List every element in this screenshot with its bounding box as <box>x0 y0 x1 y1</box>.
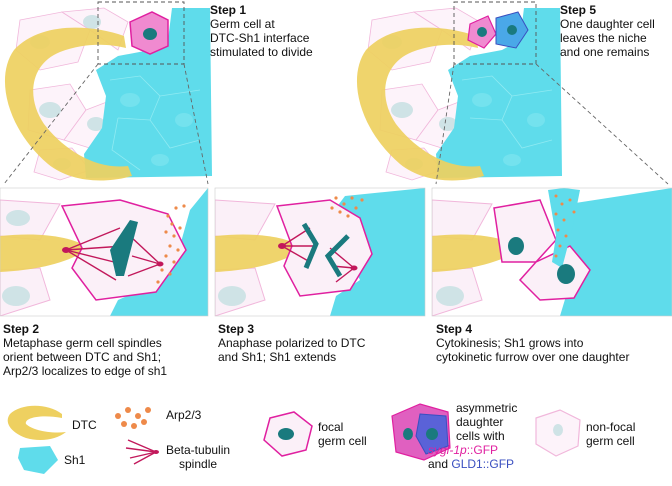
step4-title: Step 4 <box>436 322 473 336</box>
legend-asym-line: cells with <box>456 429 505 443</box>
step4-caption: Step 4 Cytokinesis; Sh1 grows into cytok… <box>436 322 629 364</box>
legend-asym-label-2: sygl-1p::GFP and GLD1::GFP <box>428 443 514 471</box>
legend-sygl-suffix: ::GFP <box>466 443 499 457</box>
step1-line: DTC-Sh1 interface <box>210 31 310 45</box>
step5-title: Step 5 <box>560 3 597 17</box>
step2-caption: Step 2 Metaphase germ cell spindles orie… <box>3 322 167 378</box>
legend-nonfocal-line: germ cell <box>586 434 635 448</box>
step2-line: Arp2/3 localizes to edge of sh1 <box>3 364 168 378</box>
legend-dtc-label: DTC <box>72 418 97 432</box>
step1-line: stimulated to divide <box>210 45 313 59</box>
step1-line: Germ cell at <box>210 17 275 31</box>
step5-line: and one remains <box>560 45 650 59</box>
step3-line: Anaphase polarized to DTC <box>218 336 366 350</box>
step4-line: cytokinetic furrow over one daughter <box>436 350 630 364</box>
legend-spindle-line: spindle <box>179 457 218 471</box>
legend-spindle-swatch <box>125 439 157 465</box>
step3-line: and Sh1; Sh1 extends <box>218 350 337 364</box>
legend-arp-swatch <box>115 407 151 429</box>
panel-step3 <box>215 188 425 316</box>
panel-step2 <box>0 188 208 316</box>
legend-spindle-label: Beta-tubulin spindle <box>166 443 230 471</box>
overview-step5 <box>356 1 562 181</box>
step5-line: leaves the niche <box>560 31 647 45</box>
legend-nonfocal-label: non-focal germ cell <box>586 420 635 448</box>
legend-nonfocal-line: non-focal <box>586 420 636 434</box>
panel-step4 <box>432 188 672 316</box>
step3-caption: Step 3 Anaphase polarized to DTC and Sh1… <box>218 322 365 364</box>
step1-title: Step 1 <box>210 3 247 17</box>
legend-asym-line: daughter <box>456 415 504 429</box>
step2-title: Step 2 <box>3 322 40 336</box>
step5-caption: Step 5 One daughter cell leaves the nich… <box>560 3 655 59</box>
step2-line: Metaphase germ cell spindles <box>3 336 162 350</box>
legend-and: and <box>428 457 452 471</box>
legend-focal-line: focal <box>318 420 344 434</box>
legend-spindle-line: Beta-tubulin <box>166 443 231 457</box>
legend-focal-label: focal germ cell <box>318 420 367 448</box>
zoom-lines <box>3 63 669 185</box>
legend-asym-line: asymmetric <box>456 401 518 415</box>
step5-line: One daughter cell <box>560 17 655 31</box>
legend-arp-label: Arp2/3 <box>166 408 202 422</box>
legend-sh1-swatch <box>18 446 58 474</box>
legend-gld1: GLD1::GFP <box>451 457 515 471</box>
legend-sh1-label: Sh1 <box>64 453 86 467</box>
legend-focal-line: germ cell <box>318 434 367 448</box>
legend-symbols <box>7 403 581 474</box>
legend-asym-label: asymmetric daughter cells with <box>456 401 517 443</box>
sh1-shape <box>84 8 212 178</box>
step3-title: Step 3 <box>218 322 255 336</box>
step2-line: orient between DTC and Sh1; <box>3 350 162 364</box>
legend-sygl-italic: sygl-1p <box>428 443 467 457</box>
legend-dtc-swatch <box>7 405 66 440</box>
step1-caption: Step 1 Germ cell at DTC-Sh1 interface st… <box>210 3 313 59</box>
step4-line: Cytokinesis; Sh1 grows into <box>436 336 584 350</box>
overview-step1 <box>4 1 212 181</box>
